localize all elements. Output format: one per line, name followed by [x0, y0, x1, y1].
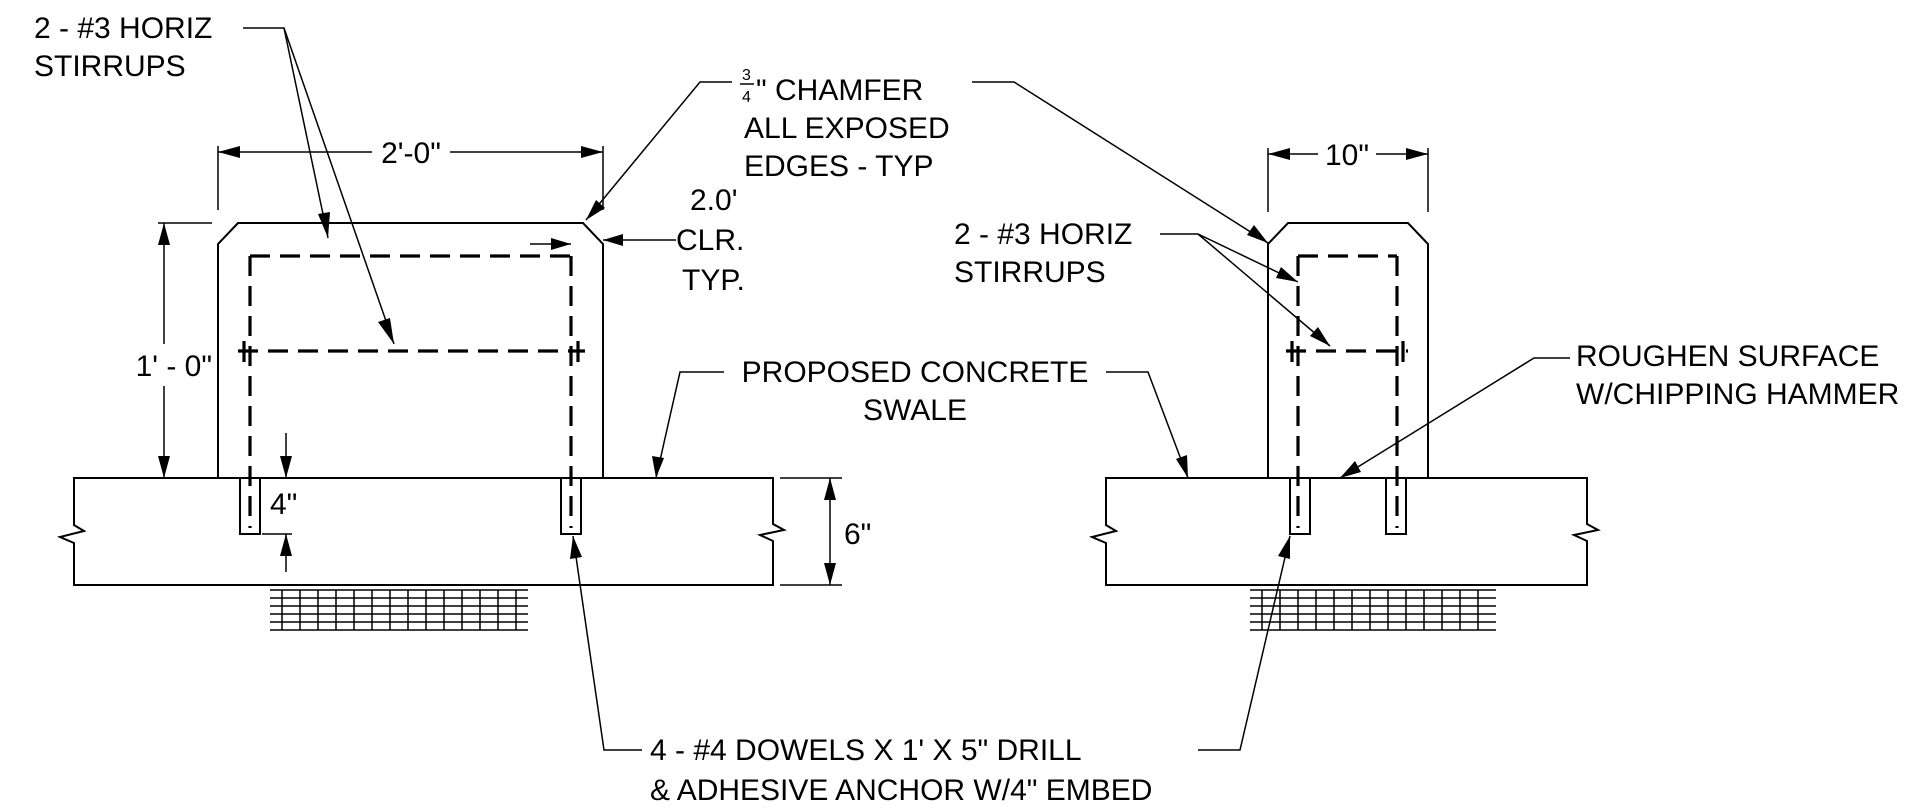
left-embed-arrow-top: [280, 456, 292, 478]
chamfer-note-line3: EDGES - TYP: [744, 150, 934, 183]
left-stirrups-note-line1: 2 - #3 HORIZ: [34, 12, 212, 45]
dowel-note-line1: 4 - #4 DOWELS X 1' X 5" DRILL: [650, 734, 1082, 767]
left-slab-dim-label: 6": [844, 518, 871, 551]
right-stirrups-arrow-2: [1310, 327, 1330, 346]
chamfer-arrow-right: [1247, 225, 1268, 243]
right-subgrade-hatch: [1250, 589, 1496, 631]
left-section-view: 2'-0" 1' - 0" 4" 6" 2 - #3 HORIZ STIRRUP…: [34, 12, 1189, 631]
left-slab-arrow-top: [824, 478, 836, 500]
chamfer-frac-num: 3: [742, 67, 751, 84]
left-width-arrow-r: [581, 146, 603, 158]
right-width-arrow-r: [1406, 148, 1428, 160]
roughen-arrow: [1340, 461, 1361, 478]
clear-arrow-l: [551, 238, 571, 250]
left-embed-arrow-bot: [280, 534, 292, 556]
left-height-dim-label: 1' - 0": [136, 350, 212, 383]
dowel-arrow-right: [1278, 536, 1290, 559]
clear-arrow-r: [603, 234, 623, 246]
right-dowel-hole-1: [1289, 477, 1311, 535]
right-section-view: 10" 2 - #3 HORIZ STIRRUPS ROUGHEN SURFAC…: [954, 139, 1899, 631]
roughen-leader: [1339, 357, 1570, 479]
chamfer-leader-right: [972, 81, 1269, 244]
chamfer-note-line2: ALL EXPOSED: [744, 112, 950, 145]
right-stirrups-note-line2: STIRRUPS: [954, 256, 1106, 289]
right-stirrups-note-line1: 2 - #3 HORIZ: [954, 218, 1132, 251]
roughen-note-line1: ROUGHEN SURFACE: [1576, 340, 1879, 373]
right-slab: [1088, 477, 1601, 586]
roughen-note-line2: W/CHIPPING HAMMER: [1576, 378, 1899, 411]
swale-arrow-right: [1176, 455, 1188, 478]
clear-note-line2: CLR.: [676, 224, 744, 257]
swale-arrow-left: [652, 456, 664, 478]
clear-note-line3: TYP.: [682, 264, 745, 297]
chamfer-note-line1: " CHAMFER: [756, 74, 923, 107]
dowel-leader-left: [572, 535, 642, 751]
right-stirrups-leader: [1160, 233, 1331, 347]
swale-leader-right: [1106, 371, 1189, 479]
clear-note-line1: 2.0': [690, 184, 737, 217]
swale-leader-left: [655, 371, 724, 479]
dowel-arrow-left: [570, 536, 582, 559]
left-slab-ext: [780, 477, 842, 586]
left-stirrups-note-line2: STIRRUPS: [34, 50, 186, 83]
left-stirrups-arrow-2: [378, 318, 394, 344]
chamfer-leader-left: [585, 81, 732, 221]
dowel-leader-right: [1198, 535, 1291, 751]
dowel-note: 4 - #4 DOWELS X 1' X 5" DRILL & ADHESIVE…: [570, 535, 1291, 807]
left-height-arrow-bot: [158, 456, 170, 478]
swale-note-line1: PROPOSED CONCRETE: [742, 356, 1089, 389]
left-width-arrow-l: [218, 146, 240, 158]
left-height-arrow-top: [158, 223, 170, 245]
chamfer-arrow-left: [586, 200, 605, 220]
left-stirrups-leader: [243, 27, 395, 345]
left-curb-body: [217, 222, 604, 478]
right-width-arrow-l: [1268, 148, 1290, 160]
left-dowel-hole-2: [560, 477, 582, 535]
right-width-dim-label: 10": [1325, 139, 1369, 172]
left-dowel-hole-1: [239, 477, 261, 535]
right-dowel-hole-2: [1385, 477, 1407, 535]
swale-note-line2: SWALE: [863, 394, 967, 427]
chamfer-frac-den: 4: [742, 89, 751, 106]
dowel-note-line2: & ADHESIVE ANCHOR W/4" EMBED: [650, 774, 1152, 807]
chamfer-note: 3 4 " CHAMFER ALL EXPOSED EDGES - TYP: [585, 67, 1269, 244]
right-curb-body: [1267, 222, 1429, 478]
left-embed-dim-label: 4": [270, 488, 297, 521]
left-stirrups-arrow-1: [318, 212, 330, 238]
left-slab-arrow-bot: [824, 563, 836, 585]
right-stirrups-arrow-1: [1276, 267, 1298, 282]
left-slab: [56, 477, 787, 586]
left-width-dim-label: 2'-0": [381, 137, 441, 170]
left-subgrade-hatch: [270, 589, 528, 631]
